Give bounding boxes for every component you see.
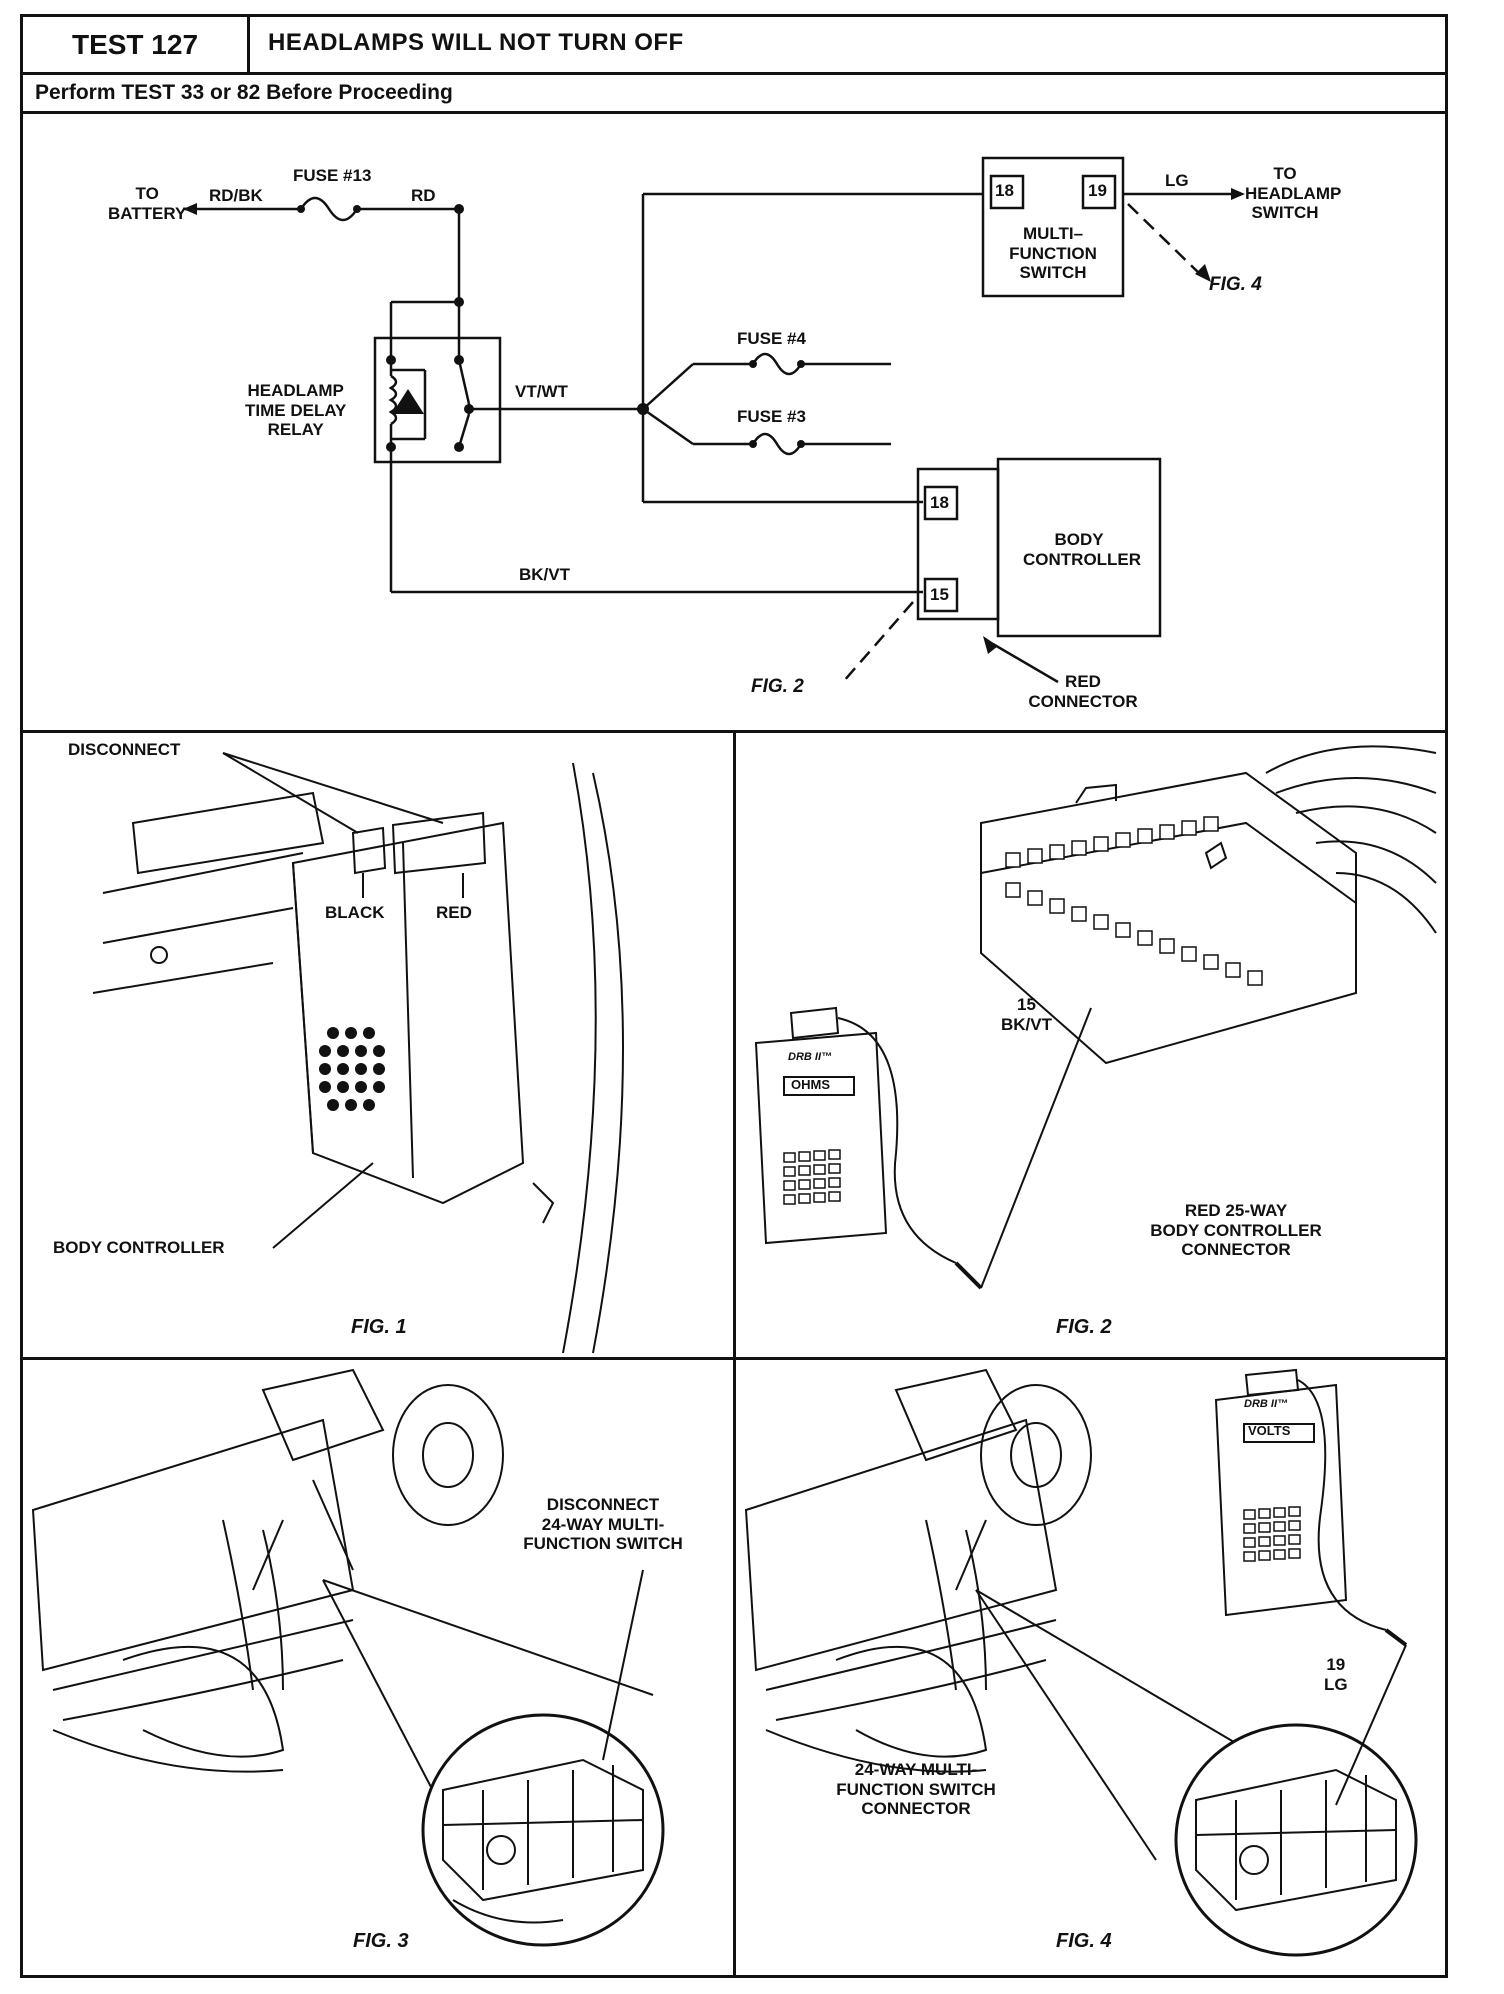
body-controller-illustration (92, 752, 624, 1354)
meter-mode-ohms: OHMS (791, 1077, 830, 1092)
bc-pin-15: 15 (930, 585, 949, 604)
label-rd-bk: RD/BK (209, 186, 263, 205)
caption-fig3: FIG. 3 (353, 1930, 409, 1952)
meter-brand-fig2: DRB II™ (788, 1051, 832, 1063)
relay-diode (392, 389, 424, 414)
connector-cavities (783, 816, 1263, 1205)
ref-fig2: FIG. 2 (751, 676, 804, 697)
steering-column-illustration (31, 1368, 665, 1947)
arrow-to-headlamp (1231, 188, 1245, 200)
fuse4-symbol (751, 352, 803, 376)
mfs-24-way-connector (442, 1758, 644, 1902)
connector-detail-circle (421, 1713, 665, 1947)
label-red: RED (436, 903, 472, 922)
red-connector (391, 811, 487, 875)
arrow-red-connector (983, 636, 998, 654)
label-rd: RD (411, 186, 436, 205)
steering-column-volts-illustration (744, 1368, 1418, 1957)
meter-brand-fig4: DRB II™ (1244, 1398, 1288, 1410)
schematic-drawing (183, 156, 1245, 684)
test-number: TEST 127 (23, 17, 250, 72)
label-body-controller-fig1: BODY CONTROLLER (53, 1238, 225, 1257)
mfs-pin-19: 19 (1088, 181, 1107, 200)
label-fuse4: FUSE #4 (737, 329, 806, 348)
relay-box (373, 336, 502, 464)
connector-probe-illustration (754, 745, 1437, 1290)
relay-coil (388, 374, 398, 426)
page-title: HEADLAMPS WILL NOT TURN OFF (268, 29, 684, 56)
caption-fig1: FIG. 1 (351, 1316, 407, 1338)
label-disconnect: DISCONNECT (68, 740, 181, 759)
drb-ohm-meter (754, 1031, 888, 1245)
mfs-pin-18: 18 (995, 181, 1014, 200)
fuse13-symbol (299, 196, 359, 222)
meter-keypad (1243, 1506, 1301, 1562)
vent-holes (319, 1027, 385, 1111)
connector-detail-circle-fig4 (1174, 1723, 1418, 1957)
label-vt-wt: VT/WT (515, 382, 568, 401)
prerequisite-note: Perform TEST 33 or 82 Before Proceeding (23, 75, 1445, 114)
caption-fig2: FIG. 2 (1056, 1316, 1112, 1338)
black-connector (351, 826, 387, 875)
steering-column (31, 1418, 355, 1672)
meter-mode-volts: VOLTS (1248, 1423, 1291, 1438)
arrow-to-battery (183, 203, 197, 215)
label-lg: LG (1165, 171, 1189, 190)
header-bar: TEST 127 HEADLAMPS WILL NOT TURN OFF (23, 17, 1445, 75)
ref-fig4: FIG. 4 (1209, 274, 1262, 295)
connector-25-way (980, 771, 1357, 1065)
label-bk-vt: BK/VT (519, 565, 570, 584)
figure-1-panel: DISCONNECT BLACK RED BODY CONTROLLER FIG… (23, 733, 733, 1357)
bc-pin-18: 18 (930, 493, 949, 512)
caption-fig4: FIG. 4 (1056, 1930, 1112, 1952)
fuse3-symbol (751, 432, 803, 456)
label-fuse3: FUSE #3 (737, 407, 806, 426)
label-black: BLACK (325, 903, 385, 922)
label-fuse13: FUSE #13 (293, 166, 372, 185)
test-page: TEST 127 HEADLAMPS WILL NOT TURN OFF Per… (20, 14, 1448, 1978)
body-controller-box (996, 457, 1162, 638)
mfs-connector-fig4 (1195, 1768, 1397, 1912)
mfs-box (981, 156, 1125, 298)
